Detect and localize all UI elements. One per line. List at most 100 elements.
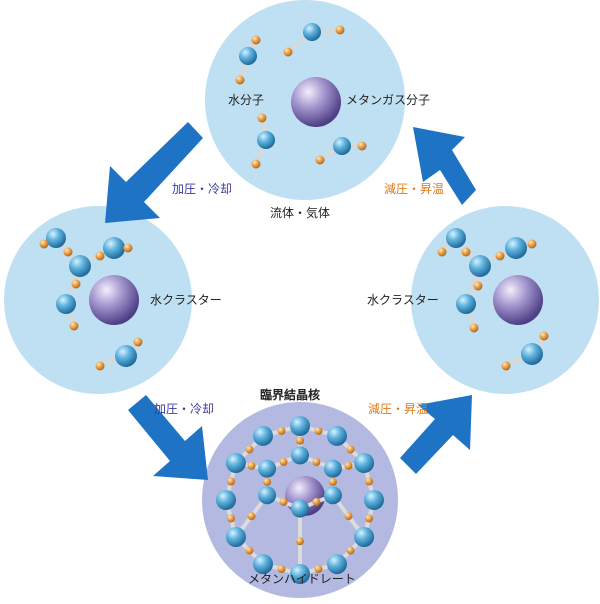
oxygen-atom xyxy=(354,527,375,547)
hydrogen-atom xyxy=(314,565,323,574)
transition-label-bottom-right: 減圧・昇温 xyxy=(368,402,429,416)
oxygen-atom xyxy=(56,294,76,314)
oxygen-atom xyxy=(290,564,310,584)
oxygen-atom xyxy=(290,416,310,436)
oxygen-atom xyxy=(327,554,347,575)
oxygen-atom xyxy=(505,237,527,259)
hydrogen-atom xyxy=(437,247,447,257)
hydrogen-atom xyxy=(277,426,286,435)
water-molecules-top xyxy=(235,23,367,169)
oxygen-atom xyxy=(456,294,476,314)
oxygen-atom xyxy=(253,425,273,446)
water-molecule xyxy=(235,35,261,85)
hydrogen-atom xyxy=(296,436,304,445)
hydrogen-atom xyxy=(279,497,288,506)
hydrogen-atom xyxy=(346,546,355,555)
hydrogen-atom xyxy=(123,243,133,253)
oxygen-atom xyxy=(225,527,246,547)
hydrogen-atom xyxy=(527,239,537,249)
hydrogen-atom xyxy=(335,25,345,35)
hydrogen-atom xyxy=(95,251,105,261)
hydrogen-atom xyxy=(235,75,245,85)
hydrogen-atom xyxy=(226,477,235,486)
hydrogen-atom xyxy=(247,512,256,521)
hydrogen-atom xyxy=(245,445,254,454)
water-molecule xyxy=(251,113,275,169)
methane-molecule-top xyxy=(291,77,341,127)
hydrogen-atom xyxy=(39,239,49,249)
methane-molecule-right xyxy=(493,275,543,325)
hydrogen-atom xyxy=(247,461,256,470)
hydrogen-atom xyxy=(461,247,471,257)
hydrogen-atom xyxy=(226,514,235,523)
oxygen-atom xyxy=(46,228,66,248)
oxygen-atom xyxy=(333,137,351,155)
hydrogen-atom xyxy=(71,279,81,289)
methane-hydrate-caption: メタンハイドレート xyxy=(248,572,356,586)
arrow-left-to-bottom xyxy=(128,395,208,480)
hydrogen-atom xyxy=(365,477,374,486)
hydrogen-atom xyxy=(95,361,105,371)
hydrogen-atom xyxy=(315,155,325,165)
arrow-bottom-to-right xyxy=(400,395,472,474)
hydrogen-atom xyxy=(344,461,353,470)
hydrogen-atom xyxy=(296,537,304,546)
hydrogen-atom xyxy=(365,514,374,523)
water-cluster-left xyxy=(39,228,143,371)
hydrogen-atom xyxy=(251,35,261,45)
hydrate-cage xyxy=(216,416,384,584)
oxygen-atom xyxy=(521,343,543,365)
hydrogen-atom xyxy=(283,47,293,57)
oxygen-atom xyxy=(253,554,273,575)
hydrogen-atom xyxy=(69,321,79,331)
hydrogen-atom xyxy=(469,323,479,333)
hydrogen-atom xyxy=(277,565,286,574)
hydrogen-atom xyxy=(473,281,483,291)
oxygen-atom xyxy=(291,446,309,465)
hydrogen-atom xyxy=(328,478,337,486)
oxygen-atom xyxy=(327,425,347,446)
arrow-right-to-top xyxy=(413,127,476,205)
transition-label-top-left: 加圧・冷却 xyxy=(172,182,233,196)
hydrogen-atom xyxy=(263,478,272,486)
hydrogen-atom xyxy=(133,337,143,347)
hydrogen-atom xyxy=(314,426,323,435)
oxygen-atom xyxy=(469,255,491,277)
oxygen-atom xyxy=(446,228,466,248)
arrow-top-to-left xyxy=(105,122,203,223)
hydrogen-atom xyxy=(279,458,288,467)
hydrogen-atom xyxy=(312,497,321,506)
hydrogen-atom xyxy=(251,159,261,169)
hydrogen-atom xyxy=(357,141,367,151)
water-cluster-right xyxy=(437,228,549,371)
left-water-cluster-label: 水クラスター xyxy=(150,293,222,307)
oxygen-atom xyxy=(258,459,277,478)
hydrogen-atom xyxy=(257,113,267,123)
critical-nucleus-caption: 臨界結晶核 xyxy=(260,388,321,402)
hydrogen-atom xyxy=(312,458,321,467)
oxygen-atom xyxy=(364,490,384,510)
water-molecule-label: 水分子 xyxy=(228,93,265,107)
oxygen-atom xyxy=(103,237,125,259)
transition-label-left-bottom: 加圧・冷却 xyxy=(154,402,215,416)
transition-label-right-top: 減圧・昇温 xyxy=(384,182,445,196)
oxygen-atom xyxy=(69,255,91,277)
hydrogen-atom xyxy=(501,361,511,371)
hydrogen-atom xyxy=(245,546,254,555)
oxygen-atom xyxy=(239,47,257,65)
oxygen-atom xyxy=(303,23,321,41)
right-water-cluster-label: 水クラスター xyxy=(367,293,439,307)
hydrogen-atom xyxy=(63,247,73,257)
oxygen-atom xyxy=(323,459,342,478)
oxygen-atom xyxy=(115,345,137,367)
oxygen-atom xyxy=(323,486,342,505)
oxygen-atom xyxy=(225,453,246,473)
water-molecule xyxy=(283,23,345,57)
fluid-gas-caption: 流体・気体 xyxy=(270,206,331,220)
oxygen-atom xyxy=(258,486,277,505)
hydrogen-atom xyxy=(539,331,549,341)
hydrogen-atom xyxy=(346,445,355,454)
oxygen-atom xyxy=(216,490,236,510)
